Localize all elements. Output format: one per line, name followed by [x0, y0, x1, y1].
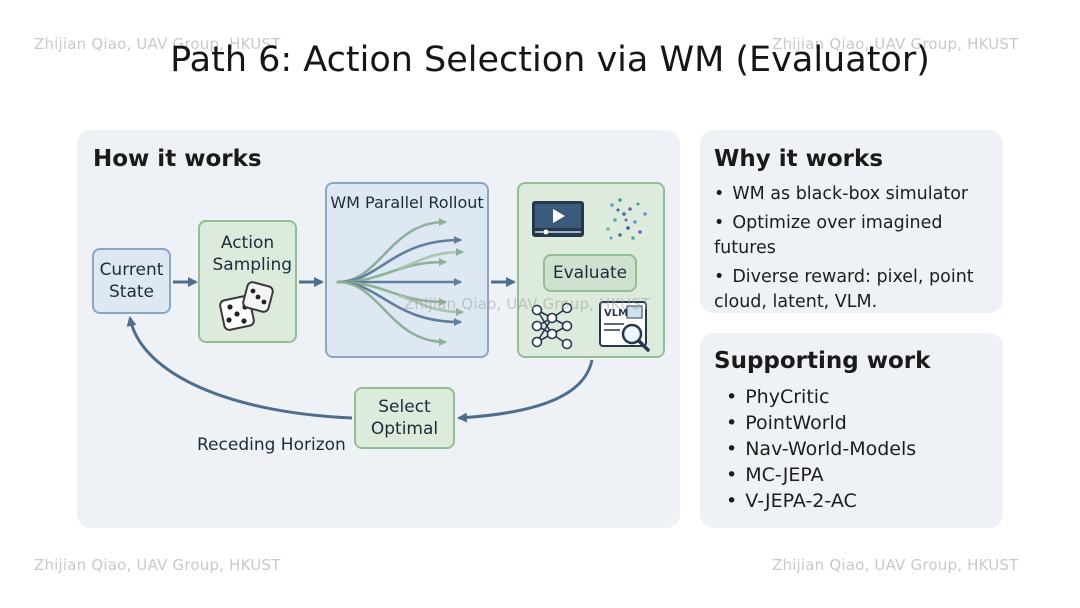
supporting-work-item: PhyCritic — [726, 384, 996, 410]
why-item: Diverse reward: pixel, point cloud, late… — [714, 265, 999, 315]
supporting-work-heading: Supporting work — [714, 348, 931, 374]
supporting-work-list: PhyCritic PointWorld Nav-World-Models MC… — [726, 384, 996, 514]
why-item: WM as black-box simulator — [714, 182, 999, 207]
why-item: Optimize over imagined futures — [714, 211, 999, 261]
supporting-work-panel: Supporting work PhyCritic PointWorld Nav… — [700, 333, 1003, 528]
wm-parallel-rollout-label: WM Parallel Rollout — [330, 193, 484, 212]
video-player-icon — [532, 201, 584, 237]
supporting-work-item: V-JEPA-2-AC — [726, 488, 996, 514]
action-sampling-label: Action Sampling — [212, 233, 293, 275]
how-it-works-heading: How it works — [93, 146, 262, 172]
supporting-work-item: PointWorld — [726, 410, 996, 436]
why-it-works-panel: Why it works WM as black-box simulator O… — [700, 130, 1003, 313]
point-cloud-icon — [606, 198, 647, 240]
watermark-center: Zhijian Qiao, UAV Group, HKUST — [404, 295, 651, 313]
watermark-bottom-left: Zhijian Qiao, UAV Group, HKUST — [34, 556, 281, 574]
slide-title: Path 6: Action Selection via WM (Evaluat… — [170, 40, 930, 80]
rollout-fan-icon — [336, 218, 464, 346]
vlm-label: VLM — [604, 308, 628, 319]
supporting-work-item: MC-JEPA — [726, 462, 996, 488]
dice-icon — [219, 281, 274, 331]
neural-network-icon — [531, 302, 573, 350]
flow-arrows — [126, 277, 594, 423]
vlm-inspect-icon: VLM — [599, 301, 650, 352]
evaluate-node: Evaluate — [543, 254, 637, 292]
supporting-work-item: Nav-World-Models — [726, 436, 996, 462]
receding-horizon-label: Receding Horizon — [197, 435, 346, 455]
why-it-works-heading: Why it works — [714, 146, 884, 172]
select-optimal-node: Select Optimal — [354, 387, 455, 449]
current-state-node: Current State — [92, 248, 171, 314]
why-it-works-list: WM as black-box simulator Optimize over … — [714, 182, 999, 315]
watermark-top-left: Zhijian Qiao, UAV Group, HKUST — [34, 35, 281, 53]
watermark-top-right: Zhijian Qiao, UAV Group, HKUST — [772, 35, 1019, 53]
watermark-bottom-right: Zhijian Qiao, UAV Group, HKUST — [772, 556, 1019, 574]
select-optimal-label: Select Optimal — [370, 397, 439, 439]
